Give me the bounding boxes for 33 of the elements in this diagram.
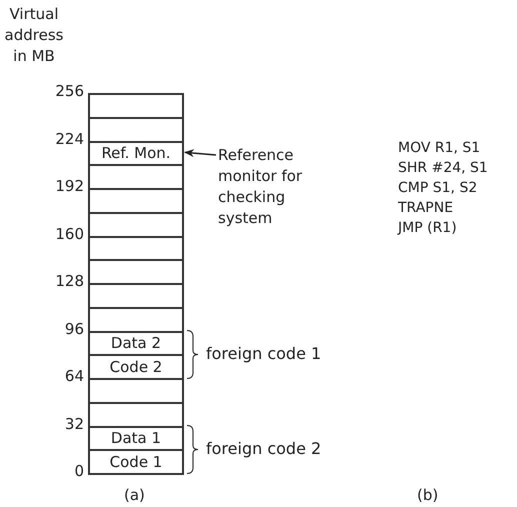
tick-label: 96 bbox=[64, 320, 84, 338]
tick-label: 0 bbox=[74, 462, 84, 480]
code-line: CMP S1, S2 bbox=[398, 179, 478, 198]
tick-label: 224 bbox=[55, 130, 84, 148]
panel-label: (a) bbox=[124, 485, 145, 506]
code-line: TRAPNE bbox=[398, 199, 454, 218]
memory-segment: Code 1 bbox=[88, 449, 184, 475]
empty-segment bbox=[88, 164, 184, 190]
empty-segment bbox=[88, 93, 184, 119]
code-line: JMP (R1) bbox=[398, 219, 458, 238]
memory-segment: Code 2 bbox=[88, 354, 184, 380]
tick-label: 160 bbox=[55, 224, 84, 242]
axis-title: Virtual address in MB bbox=[4, 4, 64, 67]
tick-label: 192 bbox=[55, 177, 84, 195]
brace-label: foreign code 2 bbox=[206, 439, 322, 460]
empty-segment bbox=[88, 188, 184, 214]
code-line: MOV R1, S1 bbox=[398, 139, 482, 158]
empty-segment bbox=[88, 402, 184, 428]
empty-segment bbox=[88, 378, 184, 404]
empty-segment bbox=[88, 283, 184, 309]
empty-segment bbox=[88, 212, 184, 238]
tick-label: 64 bbox=[64, 367, 84, 385]
annotation-text: Reference monitor for checking system bbox=[218, 145, 328, 229]
brace-label: foreign code 1 bbox=[206, 344, 322, 364]
code-line: SHR #24, S1 bbox=[398, 159, 488, 178]
empty-segment bbox=[88, 306, 184, 332]
tick-label: 128 bbox=[55, 272, 84, 290]
panel-label: (b) bbox=[417, 485, 438, 506]
tick-label: 32 bbox=[64, 414, 84, 432]
tick-label: 256 bbox=[55, 82, 84, 100]
empty-segment bbox=[88, 259, 184, 285]
arrow bbox=[184, 149, 216, 158]
empty-segment bbox=[88, 116, 184, 142]
